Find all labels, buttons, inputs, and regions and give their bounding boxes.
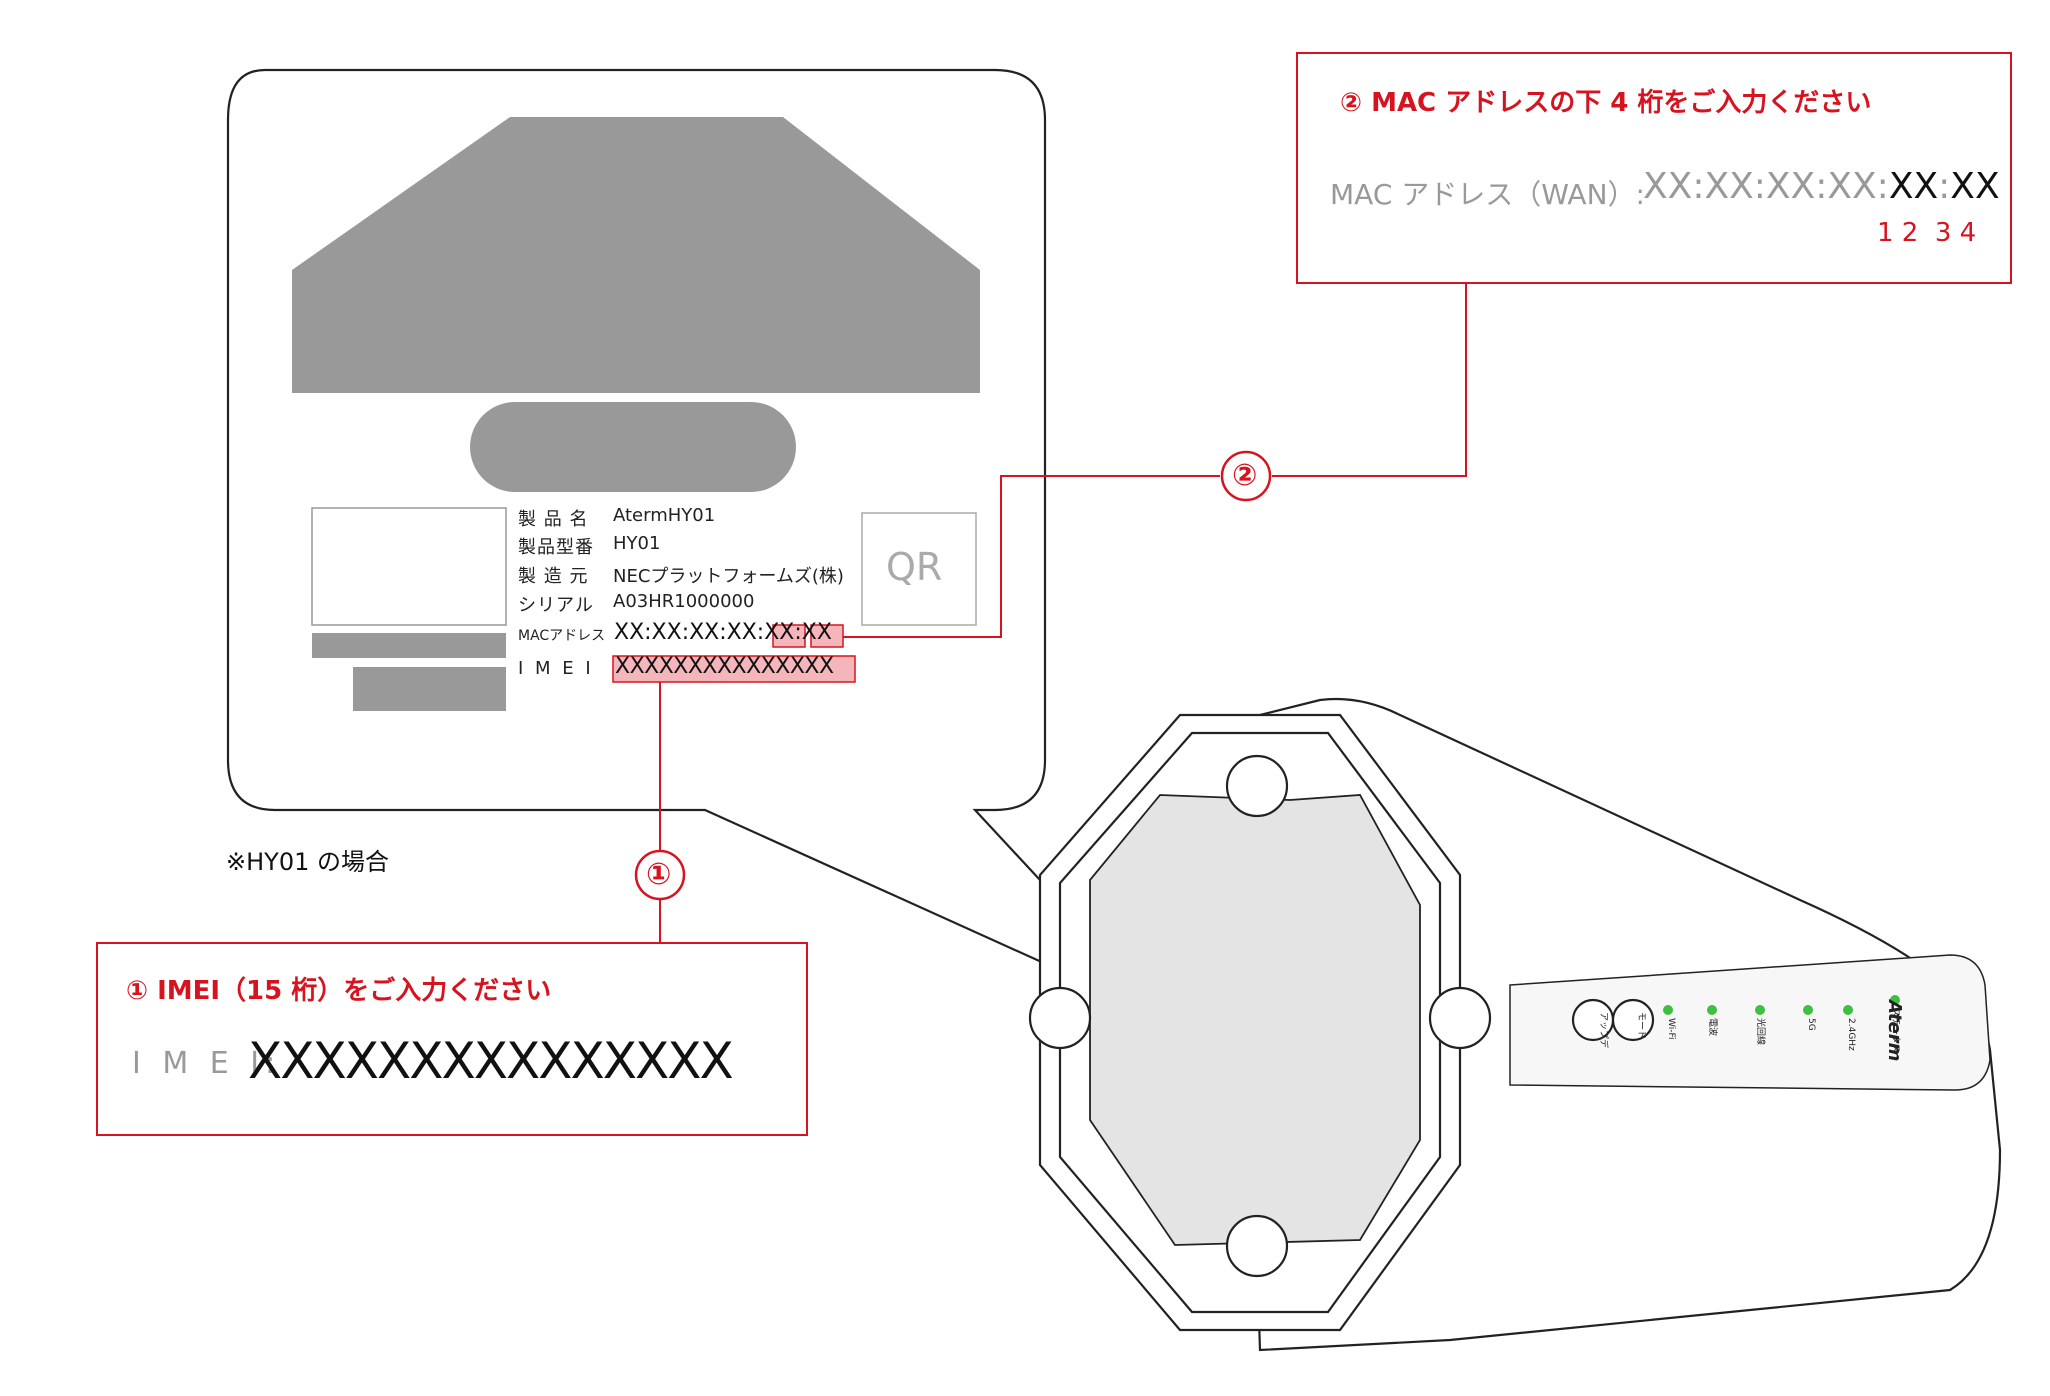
mac-highlight-text-2: XX (801, 620, 832, 645)
imei-callout-field-label: I M E I: (132, 1046, 282, 1081)
router-button-label-update: アップデ (1598, 1012, 1608, 1049)
led-label-fiber: 光回線 (1755, 1018, 1765, 1046)
mac-leader-line (843, 475, 1220, 638)
led-fiber (1755, 1005, 1765, 1015)
router-foot-bottom (1225, 1214, 1289, 1278)
router-foot-right (1428, 986, 1492, 1050)
led-label-wifi: Wi-Fi (1666, 1018, 1676, 1040)
led-24ghz (1843, 1005, 1853, 1015)
led-label-24ghz: 2.4GHz (1846, 1018, 1856, 1051)
imei-callout-value: XXXXXXXXXXXXXXX (248, 1032, 734, 1090)
mac-callout-value-sep: : (1938, 166, 1951, 207)
marker-1-circle (634, 849, 686, 901)
marker-2-number: ② (1232, 458, 1258, 493)
router-button-label-mode: モード (1636, 1012, 1646, 1040)
router-label-area (1089, 794, 1421, 1246)
marker-2-circle (1220, 450, 1272, 502)
router-illustration (1028, 697, 2002, 1352)
qr-code-box (861, 512, 977, 626)
mac-callout-box (1296, 52, 2012, 284)
led-5g (1803, 1005, 1813, 1015)
label-grey-pill (470, 402, 796, 492)
qr-text: QR (886, 545, 943, 589)
imei-highlight-box (612, 655, 856, 683)
led-label-5g: 5G (1806, 1018, 1816, 1031)
imei-value-on-label: XXXXXXXXXXXXXXX (615, 654, 834, 679)
mac-highlight-box-1 (772, 624, 806, 648)
marker-1-number: ① (646, 857, 672, 892)
model-value: HY01 (613, 533, 661, 554)
product-name-value: AtermHY01 (613, 505, 716, 526)
mac-highlight-text-1: XX (764, 620, 795, 645)
mac-callout-field-label: MAC アドレス（WAN）: (1330, 178, 1645, 211)
led-wifi (1663, 1005, 1673, 1015)
mac-leader-line-2 (1272, 284, 1467, 477)
label-grey-bar-1 (312, 633, 506, 658)
router-leds (1663, 995, 1900, 1015)
imei-callout-title: ① IMEI（15 桁）をご入力ください (126, 976, 552, 1006)
mac-sep: : (794, 620, 802, 645)
label-image-box (311, 507, 507, 626)
mac-callout-value-black-2: XX (1950, 166, 2000, 207)
model-key: 製品型番 (518, 537, 594, 558)
led-status (1890, 995, 1900, 1005)
router-button-mode (1611, 998, 1655, 1042)
router-front-panel (1509, 954, 1991, 1091)
imei-key: I M E I (518, 658, 594, 679)
mac-callout-title: ② MAC アドレスの下 4 桁をご入力ください (1340, 88, 1872, 118)
model-note: ※HY01 の場合 (226, 848, 389, 876)
led-signal (1707, 1005, 1717, 1015)
maker-key: 製 造 元 (518, 566, 589, 587)
mac-callout-value: XX:XX:XX:XX:XX:XX (1643, 166, 2000, 207)
mac-callout-value-black-1: XX (1888, 166, 1939, 207)
mac-prefix: XX:XX:XX:XX: (614, 620, 765, 645)
label-grey-trapezoid (292, 117, 980, 393)
mac-callout-digits: 1 2 3 4 (1877, 218, 1977, 248)
led-label-status: ステータス (1890, 1008, 1900, 1054)
mac-callout-value-grey: XX:XX:XX:XX: (1643, 166, 1889, 207)
product-name-key: 製 品 名 (518, 509, 589, 530)
imei-callout-box (96, 942, 808, 1136)
mac-value-on-label: XX:XX:XX:XX:XX:XX (614, 620, 832, 645)
serial-value: A03HR1000000 (613, 591, 755, 612)
mac-key: MACアドレス (518, 628, 606, 644)
led-label-signal: 電波 (1707, 1018, 1717, 1037)
serial-key: シリアル (518, 595, 594, 616)
label-grey-bar-2 (353, 667, 506, 711)
router-foot-left (1028, 986, 1092, 1050)
router-foot-top (1225, 754, 1289, 818)
maker-value: NECプラットフォームズ(株) (613, 566, 844, 587)
